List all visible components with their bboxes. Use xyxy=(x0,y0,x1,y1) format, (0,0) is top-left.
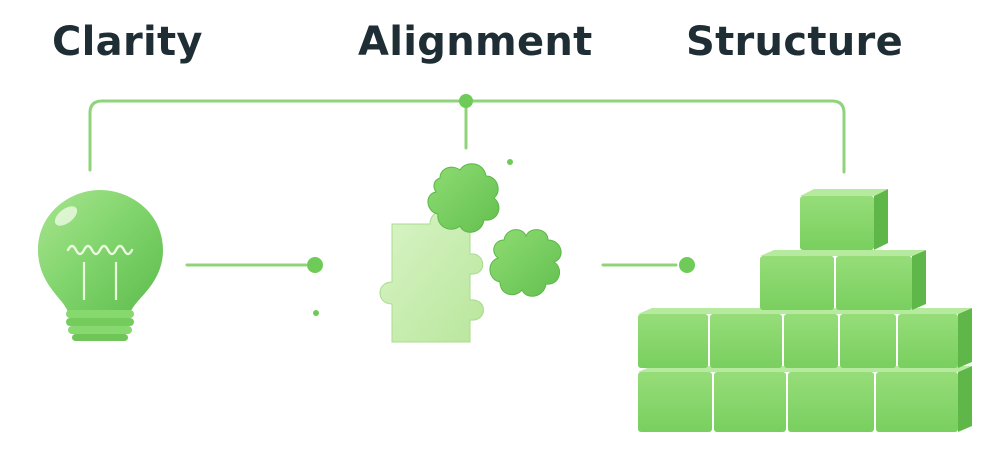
block-wall-icon xyxy=(638,189,972,432)
left-connector xyxy=(185,257,323,273)
alignment-heading: Alignment xyxy=(358,19,593,65)
structure-heading: Structure xyxy=(686,19,903,65)
decor-dot xyxy=(507,159,513,165)
puzzle-pieces-icon xyxy=(379,163,562,343)
left-connector-dot xyxy=(307,257,323,273)
clarity-heading: Clarity xyxy=(52,19,203,65)
decor-dot xyxy=(313,310,319,316)
right-connector-dot xyxy=(679,257,695,273)
top-junction-dot xyxy=(459,94,473,108)
lightbulb-icon xyxy=(38,190,163,341)
top-connector xyxy=(88,99,846,174)
right-connector xyxy=(601,257,695,273)
